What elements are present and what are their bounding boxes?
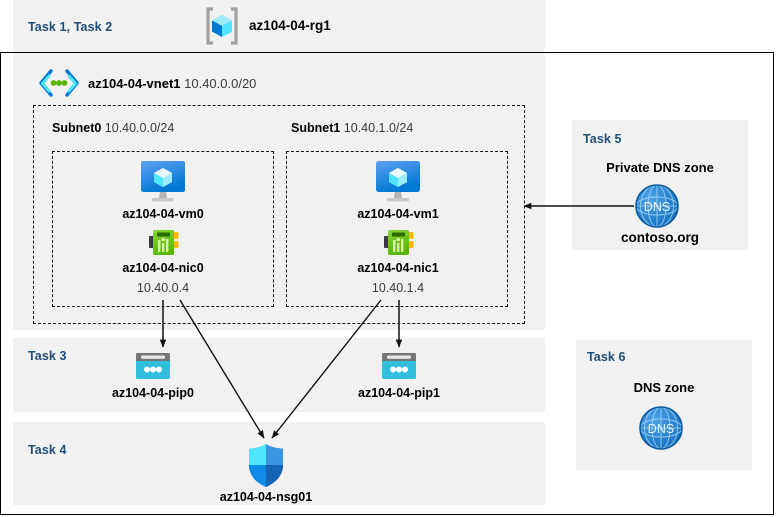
resource-group-icon [201, 5, 243, 47]
subnet1-prefix: 10.40.1.0/24 [343, 121, 414, 135]
vnet-name: az104-04-vnet1 [88, 76, 181, 91]
diagram-outer-border [0, 52, 774, 515]
pip1-label: az104-04-pip1 [358, 386, 440, 400]
vnet-header: az104-04-vnet1 10.40.0.0/20 [88, 76, 256, 91]
subnet1-name: Subnet1 [291, 121, 341, 135]
subnet1-header: Subnet1 10.40.1.0/24 [291, 121, 413, 135]
vnet-panel [13, 52, 545, 330]
vm0-label: az104-04-vm0 [122, 207, 204, 221]
network-interface-icon [383, 228, 415, 258]
task-label-4: Task 4 [28, 443, 67, 457]
task-label-1-2: Task 1, Task 2 [28, 20, 113, 34]
pip0-label: az104-04-pip0 [112, 386, 194, 400]
dns-zone-icon: DNS [638, 405, 684, 451]
vnet-address-space: 10.40.0.0/20 [184, 76, 257, 91]
subnet1-boundary [286, 151, 508, 307]
virtual-machine-icon [133, 160, 193, 204]
subnet0-prefix: 10.40.0.0/24 [104, 121, 175, 135]
subnet0-header: Subnet0 10.40.0.0/24 [52, 121, 174, 135]
private-dns-name: contoso.org [621, 230, 699, 245]
dns-zone-icon: DNS [634, 183, 680, 229]
nic1-ip: 10.40.1.4 [371, 281, 425, 295]
resource-group-name: az104-04-rg1 [249, 18, 331, 33]
public-ip-address-icon [381, 352, 417, 380]
task-label-6: Task 6 [587, 350, 626, 364]
nic1-label: az104-04-nic1 [357, 261, 439, 275]
private-dns-title: Private DNS zone [606, 160, 714, 175]
svg-text:DNS: DNS [648, 422, 674, 436]
vm1-label: az104-04-vm1 [357, 207, 439, 221]
svg-text:DNS: DNS [644, 200, 670, 214]
nic0-ip: 10.40.0.4 [136, 281, 190, 295]
resource-group-panel [13, 0, 545, 52]
virtual-machine-icon [368, 160, 428, 204]
network-security-group-icon [246, 443, 286, 489]
resource-group-name-text: az104-04-rg1 [249, 18, 331, 33]
nsg-label: az104-04-nsg01 [219, 490, 313, 504]
nic0-label: az104-04-nic0 [122, 261, 204, 275]
virtual-network-icon [36, 68, 82, 98]
public-ip-address-icon [135, 352, 171, 380]
task-label-3: Task 3 [28, 349, 67, 363]
public-dns-title: DNS zone [633, 380, 695, 395]
subnet0-name: Subnet0 [52, 121, 102, 135]
task-label-5: Task 5 [583, 132, 622, 146]
network-interface-icon [148, 228, 180, 258]
